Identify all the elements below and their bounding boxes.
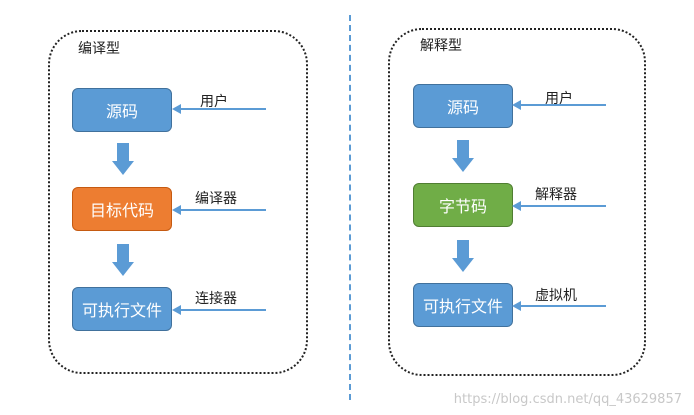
right-source-input-arrow: [512, 100, 606, 110]
watermark-text: https://blog.csdn.net/qq_43629857: [453, 392, 682, 407]
interpreted-panel-title: 解释型: [420, 38, 462, 54]
left-compiler-arrow: [172, 205, 266, 215]
left-down-arrow-1: [112, 143, 134, 175]
right-executable-box: 可执行文件: [413, 283, 513, 327]
left-source-input-label: 用户: [200, 94, 228, 110]
left-compiler-label: 编译器: [195, 191, 237, 207]
compiled-panel-title: 编译型: [78, 41, 120, 57]
left-source-input-arrow: [172, 104, 266, 114]
left-linker-label: 连接器: [195, 291, 237, 307]
right-bytecode-box: 字节码: [413, 183, 513, 227]
compiled-panel: [48, 30, 308, 374]
right-vm-arrow: [512, 301, 606, 311]
right-source-input-label: 用户: [545, 91, 573, 107]
left-target-code-box: 目标代码: [72, 187, 172, 231]
left-down-arrow-2: [112, 244, 134, 276]
left-source-box: 源码: [72, 88, 172, 132]
right-down-arrow-1: [452, 140, 474, 172]
right-down-arrow-2: [452, 240, 474, 272]
right-interpreter-label: 解释器: [535, 187, 577, 203]
right-vm-label: 虚拟机: [535, 288, 577, 304]
interpreted-panel: [388, 28, 646, 376]
right-source-box: 源码: [413, 84, 513, 128]
left-linker-arrow: [172, 305, 266, 315]
left-executable-box: 可执行文件: [72, 287, 172, 331]
right-interpreter-arrow: [512, 201, 606, 211]
divider-line: [349, 15, 351, 400]
